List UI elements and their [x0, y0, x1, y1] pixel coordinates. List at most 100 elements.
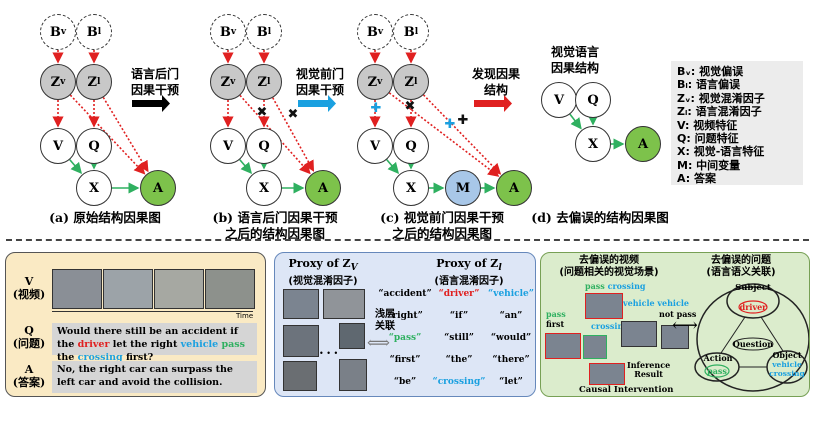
- video-frame: [103, 269, 153, 309]
- confounder-word: “driver”: [438, 289, 480, 299]
- confound-edge: [102, 96, 149, 173]
- cut-mark: ✖: [405, 99, 416, 114]
- causal-edge: [569, 113, 582, 130]
- q-label: Q(问题): [12, 324, 46, 350]
- node-a-a: A: [140, 170, 176, 206]
- node-x-b: X: [246, 170, 282, 206]
- confounder-frame: [283, 289, 319, 319]
- video-frame: [154, 269, 204, 309]
- not-pass-label: not pass: [659, 309, 697, 319]
- node-x-a: X: [76, 170, 112, 206]
- scene-frame: [661, 325, 689, 349]
- cut-mark: ✚: [458, 113, 469, 128]
- legend-item: M: 中间变量: [677, 158, 741, 172]
- confounder-frame: [339, 359, 367, 391]
- video-frame: [205, 269, 255, 309]
- confounder-word: “pass”: [388, 333, 422, 343]
- time-axis: [52, 311, 253, 312]
- legend-item: X: 视觉-语言特征: [677, 145, 765, 159]
- caption-d: (d) 去偏误的结构因果图: [531, 210, 669, 225]
- scene-frame: [589, 363, 625, 385]
- vehicle-label: vehicle vehicle: [623, 298, 689, 308]
- legend-item: Bᵥ: 视觉偏误: [677, 65, 744, 78]
- legend-box: Bᵥ: 视觉偏误 Bₗ: 语言偏误 Zᵥ: 视觉混淆因子 Zₗ: 语言混淆因子 …: [671, 61, 803, 185]
- confounder-frame: [283, 361, 317, 391]
- scene-frame: [621, 321, 657, 347]
- confounder-word: “the”: [445, 355, 473, 365]
- confounder-word: “if”: [449, 311, 469, 321]
- cut-mark: ✚: [371, 101, 382, 116]
- legend-item: Q: 问题特征: [677, 132, 739, 146]
- semantic-graph: [694, 283, 809, 392]
- confounder-word: “still”: [444, 333, 474, 343]
- node-v-b: V: [210, 128, 246, 164]
- confounder-proxy-panel: Proxy of ZV (视觉混淆因子) • • • 浅层关联 ⟺ Proxy …: [274, 252, 536, 397]
- time-label: Time: [236, 312, 254, 320]
- double-arrow-icon: ⟺: [367, 333, 390, 352]
- causal-graph-edges: ✖✖✚✖✚✚: [52, 50, 625, 194]
- vqa-example-panel: V(视频) Time Q(问题) Would there still be an…: [5, 252, 266, 397]
- confounder-word: “let”: [499, 377, 523, 387]
- legend-item: Zₗ: 语言混淆因子: [677, 105, 762, 119]
- ellipsis: • • •: [319, 349, 339, 358]
- confounder-word: “first”: [389, 355, 421, 365]
- causal-edge: [386, 159, 400, 175]
- node-a-c: A: [496, 170, 532, 206]
- node-v-a: V: [40, 128, 76, 164]
- debiased-panel: 去偏误的视频(问题相关的视觉场景) 去偏误的问题(语言语义关联) pass cr…: [540, 252, 810, 397]
- backdoor-label: 语言后门因果干预: [130, 67, 179, 97]
- cut-mark: ✖: [288, 107, 299, 122]
- node-a-d: A: [625, 126, 661, 162]
- debiased-video-title: 去偏误的视频(问题相关的视觉场景): [559, 255, 659, 278]
- confounder-frame: [339, 323, 365, 349]
- scene-frame: [585, 293, 623, 319]
- causal-edge: [239, 159, 253, 175]
- node-v-c: V: [357, 128, 393, 164]
- node-v-d: V: [541, 82, 577, 118]
- confounder-word: “vehicle”: [488, 289, 534, 299]
- node-q-b: Q: [246, 128, 282, 164]
- confounder-word: “be”: [393, 377, 417, 387]
- legend-item: V: 视频特征: [677, 118, 738, 132]
- confound-edge: [388, 92, 500, 177]
- backdoor-arrow: [132, 100, 162, 107]
- confounder-word: “would”: [490, 333, 532, 343]
- zv-proxy-title: Proxy of ZV (视觉混淆因子): [288, 257, 358, 287]
- node-m-c: M: [445, 170, 481, 206]
- a-label: A(答案): [12, 363, 46, 389]
- debiased-question-title: 去偏误的问题(语言语义关联): [706, 255, 776, 278]
- confounder-word: “an”: [499, 311, 523, 321]
- legend-item: Bₗ: 语言偏误: [677, 78, 741, 92]
- crossing-label: crossing: [591, 321, 629, 331]
- caption-c: (c) 视觉前门因果干预之后的结构因果图: [380, 210, 504, 241]
- caption-a: (a) 原始结构因果图: [49, 210, 161, 225]
- frontdoor-arrow: [298, 100, 328, 107]
- scene-frame: [583, 335, 607, 359]
- confounder-word: “there”: [492, 355, 530, 365]
- graph-d-title: 视觉语言因果结构: [550, 45, 599, 75]
- scene-frame: [545, 333, 581, 359]
- shallow-link-label: 浅层关联: [375, 309, 395, 332]
- object-label: Object: [772, 350, 802, 360]
- zl-proxy-title: Proxy of Zl (语言混淆因子): [434, 257, 504, 287]
- discover-label: 发现因果结构: [471, 67, 520, 97]
- node-q-c: Q: [393, 128, 429, 164]
- node-q-a: Q: [76, 128, 112, 164]
- confound-edge: [272, 97, 315, 172]
- confounder-word: “accident”: [378, 289, 432, 299]
- section-divider: [6, 239, 809, 241]
- question-box: Would there still be an accident if the …: [52, 323, 257, 363]
